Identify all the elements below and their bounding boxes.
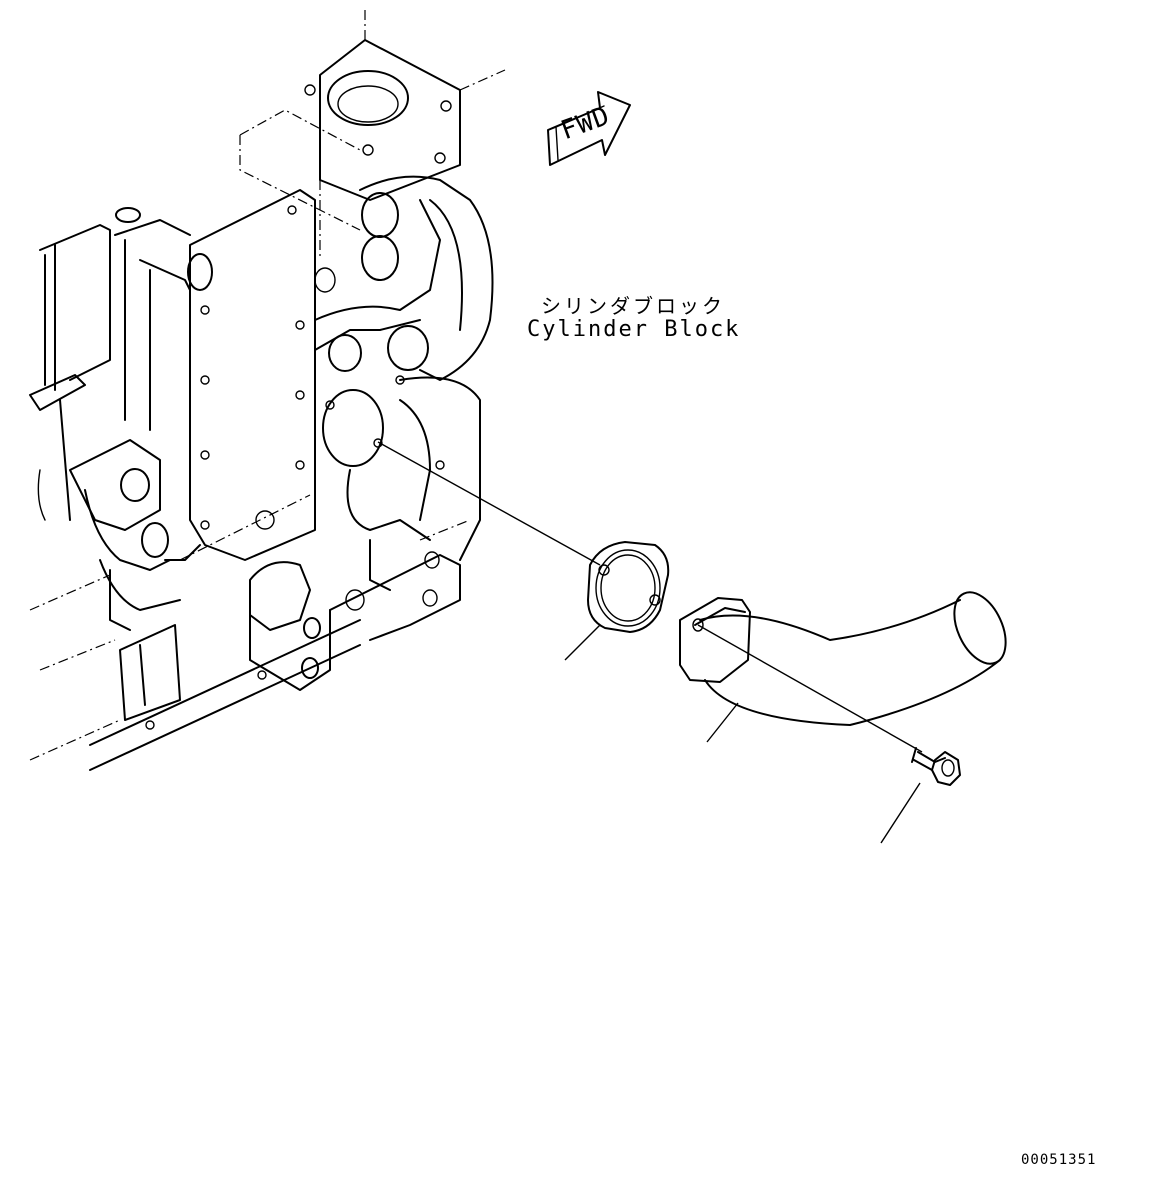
gasket [587,541,670,633]
cylinder-block [29,10,506,771]
leader-lines [377,441,923,844]
bolt [911,747,961,786]
drawing-number: 00051351 [1021,1152,1097,1168]
forward-arrow-icon [547,91,631,166]
water-pipe [679,591,1007,726]
part-name-en: Cylinder Block [527,317,741,342]
part-name-jp: シリンダブロック [541,294,725,318]
